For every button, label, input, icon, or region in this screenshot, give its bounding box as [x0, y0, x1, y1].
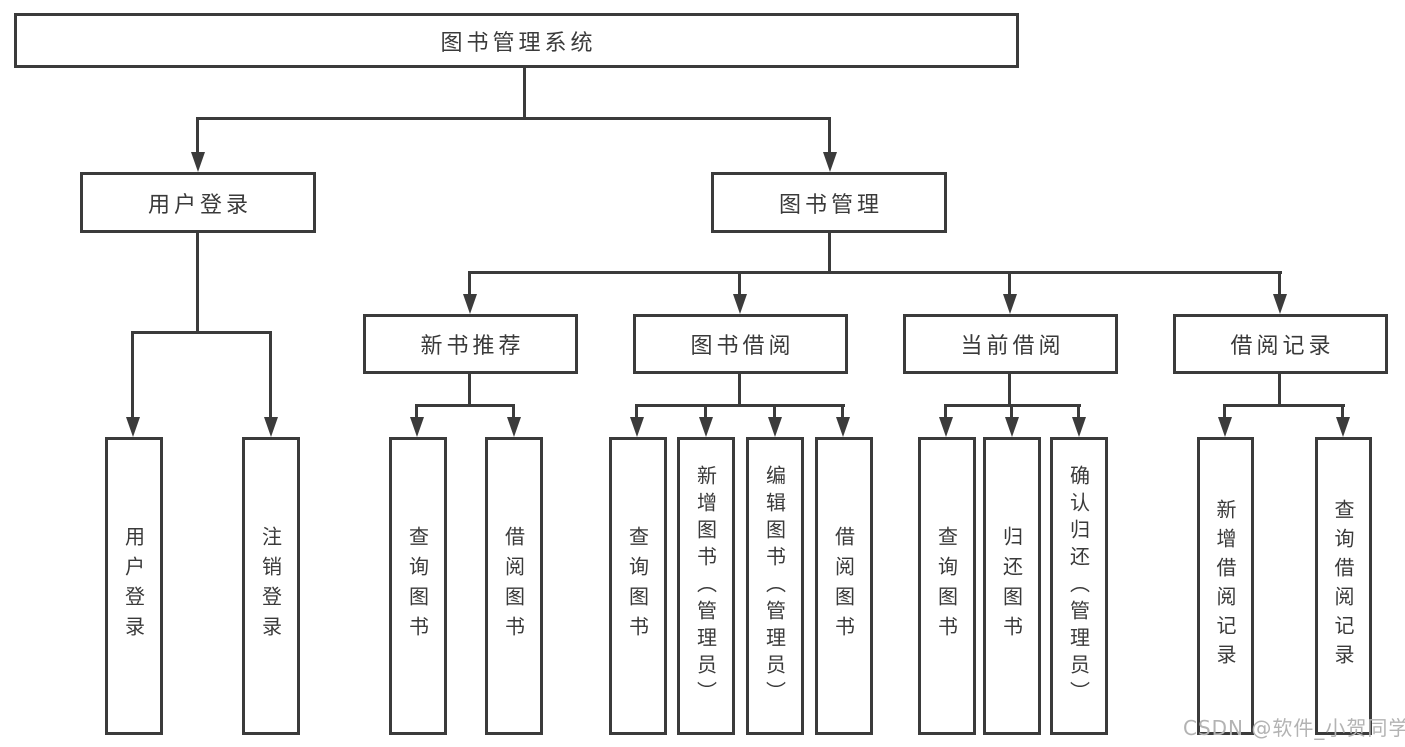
connector-shaft-logout-leaf [269, 331, 272, 419]
node-query-borrow-record: 查询借阅记录 [1315, 437, 1372, 735]
connector-hline-book-borrow-children [635, 404, 845, 407]
connector-hline-root-children [196, 117, 831, 120]
node-book-mgmt: 图书管理 [711, 172, 947, 233]
connector-shaft-confirm-return-admin [1077, 404, 1080, 419]
connector-shaft-query-books-c [944, 404, 947, 419]
node-book-mgmt-label: 图书管理 [778, 192, 883, 218]
connector-hline-new-book-rec-children [415, 404, 515, 407]
node-current-borrow: 当前借阅 [903, 314, 1118, 374]
arrow-down-icon [1072, 417, 1086, 437]
node-query-books-b: 查询图书 [609, 437, 667, 735]
arrow-down-icon [733, 294, 747, 314]
connector-shaft-borrow-books-b [841, 404, 844, 419]
node-borrow-books-a: 借阅图书 [485, 437, 543, 735]
node-current-borrow-label: 当前借阅 [960, 334, 1065, 359]
node-new-book-rec-label: 新书推荐 [420, 334, 525, 359]
node-confirm-return-admin-label: 确认归还（管理员） [1066, 464, 1091, 708]
node-borrow-records-label: 借阅记录 [1230, 334, 1335, 359]
node-return-books-label: 归还图书 [999, 526, 1024, 646]
connector-shaft-query-books-a [415, 404, 418, 419]
connector-stem-new-book-rec [468, 374, 471, 407]
arrow-down-icon [1218, 417, 1232, 437]
node-book-borrow-label: 图书借阅 [690, 334, 795, 359]
node-query-books-a: 查询图书 [389, 437, 447, 735]
node-add-books-admin: 新增图书（管理员） [677, 437, 735, 735]
connector-hline-borrow-records-children [1223, 404, 1345, 407]
connector-shaft-borrow-books-a [512, 404, 515, 419]
node-add-books-admin-label: 新增图书（管理员） [693, 464, 718, 708]
connector-shaft-return-books [1010, 404, 1013, 419]
node-user-login: 用户登录 [80, 172, 316, 233]
node-query-books-b-label: 查询图书 [625, 526, 650, 646]
connector-stem-root [523, 67, 526, 119]
node-edit-books-admin-label: 编辑图书（管理员） [762, 464, 787, 708]
connector-shaft-new-book-rec [468, 271, 471, 296]
arrow-down-icon [1003, 294, 1017, 314]
connector-shaft-add-borrow-record [1223, 404, 1226, 419]
node-book-borrow: 图书借阅 [633, 314, 848, 374]
node-return-books: 归还图书 [983, 437, 1041, 735]
connector-shaft-query-borrow-record [1341, 404, 1344, 419]
node-logout-leaf-label: 注销登录 [258, 526, 283, 646]
arrow-down-icon [191, 152, 205, 172]
connector-shaft-current-borrow [1008, 271, 1011, 296]
arrow-down-icon [463, 294, 477, 314]
connector-hline-user-login-children [131, 331, 272, 334]
arrow-down-icon [939, 417, 953, 437]
node-user-login-label: 用户登录 [147, 192, 252, 218]
connector-shaft-query-books-b [635, 404, 638, 419]
arrow-down-icon [507, 417, 521, 437]
node-borrow-records: 借阅记录 [1173, 314, 1388, 374]
node-edit-books-admin: 编辑图书（管理员） [746, 437, 804, 735]
node-query-books-a-label: 查询图书 [405, 526, 430, 646]
connector-shaft-user-login [196, 117, 199, 154]
connector-shaft-user-login-leaf [131, 331, 134, 419]
node-query-borrow-record-label: 查询借阅记录 [1331, 499, 1355, 673]
connector-stem-book-mgmt [828, 232, 831, 274]
arrow-down-icon [768, 417, 782, 437]
arrow-down-icon [410, 417, 424, 437]
node-query-books-c-label: 查询图书 [934, 526, 959, 646]
arrow-down-icon [1005, 417, 1019, 437]
node-root-label: 图书管理系统 [440, 30, 597, 56]
arrow-down-icon [630, 417, 644, 437]
node-add-borrow-record: 新增借阅记录 [1197, 437, 1254, 735]
connector-shaft-book-mgmt [828, 117, 831, 154]
node-root: 图书管理系统 [14, 13, 1019, 68]
arrow-down-icon [264, 417, 278, 437]
arrow-down-icon [823, 152, 837, 172]
node-borrow-books-b-label: 借阅图书 [831, 526, 856, 646]
node-new-book-rec: 新书推荐 [363, 314, 578, 374]
connector-stem-user-login [196, 232, 199, 334]
connector-shaft-add-books-admin [704, 404, 707, 419]
connector-shaft-book-borrow [738, 271, 741, 296]
node-user-login-leaf: 用户登录 [105, 437, 163, 735]
node-add-borrow-record-label: 新增借阅记录 [1213, 499, 1237, 673]
arrow-down-icon [1336, 417, 1350, 437]
connector-shaft-borrow-records [1278, 271, 1281, 296]
node-logout-leaf: 注销登录 [242, 437, 300, 735]
node-borrow-books-b: 借阅图书 [815, 437, 873, 735]
node-query-books-c: 查询图书 [918, 437, 976, 735]
connector-shaft-edit-books-admin [773, 404, 776, 419]
node-borrow-books-a-label: 借阅图书 [501, 526, 526, 646]
watermark-text: CSDN @软件_小贺同学 [1183, 716, 1405, 740]
arrow-down-icon [699, 417, 713, 437]
arrow-down-icon [126, 417, 140, 437]
arrow-down-icon [1273, 294, 1287, 314]
node-user-login-leaf-label: 用户登录 [121, 526, 146, 646]
connector-stem-borrow-records [1278, 374, 1281, 407]
connector-hline-book-mgmt-children [468, 271, 1282, 274]
arrow-down-icon [836, 417, 850, 437]
connector-stem-current-borrow [1008, 374, 1011, 407]
node-confirm-return-admin: 确认归还（管理员） [1050, 437, 1108, 735]
connector-stem-book-borrow [738, 374, 741, 407]
